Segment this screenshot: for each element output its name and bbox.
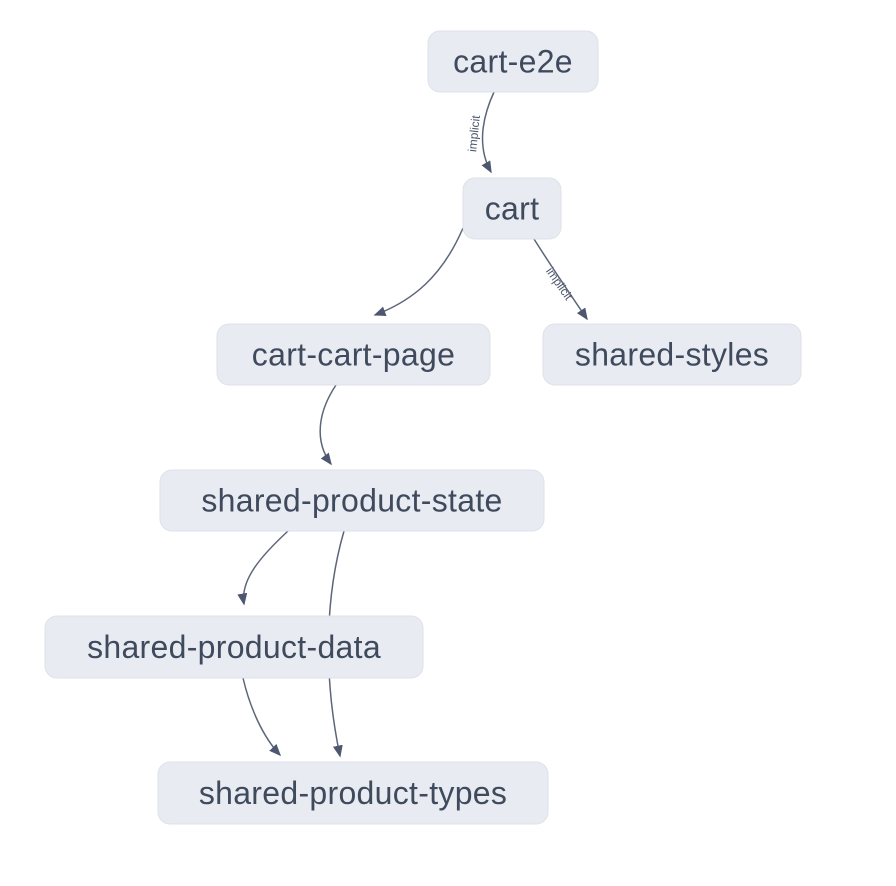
node-shared-styles[interactable]: shared-styles bbox=[542, 323, 802, 386]
node-box bbox=[44, 615, 424, 679]
edge-shared-product-data-shared-product-types[interactable] bbox=[242, 677, 282, 757]
node-cart-cart-page[interactable]: cart-cart-page bbox=[216, 323, 491, 386]
node-shared-product-types[interactable]: shared-product-types bbox=[157, 761, 549, 825]
node-label: cart-e2e bbox=[453, 44, 573, 80]
edge-label-implicit: implicit bbox=[543, 265, 576, 304]
edge-shared-product-state-shared-product-data[interactable] bbox=[237, 530, 289, 606]
node-cart-e2e[interactable]: cart-e2e bbox=[427, 30, 599, 93]
edge-cart-cart-cart-page[interactable] bbox=[373, 227, 464, 316]
edge-cart-shared-styles[interactable] bbox=[533, 238, 588, 321]
node-label: shared-product-data bbox=[87, 629, 381, 665]
node-box bbox=[462, 177, 562, 240]
node-label: cart bbox=[485, 191, 540, 227]
node-label: cart-cart-page bbox=[252, 337, 455, 373]
node-cart[interactable]: cart bbox=[462, 177, 562, 240]
node-label: shared-styles bbox=[575, 337, 769, 373]
edge-cart-cart-page-shared-product-state[interactable] bbox=[319, 384, 337, 466]
node-shared-product-data[interactable]: shared-product-data bbox=[44, 615, 424, 679]
node-box bbox=[157, 761, 549, 825]
node-label: shared-product-state bbox=[201, 483, 502, 519]
node-box bbox=[216, 323, 491, 386]
node-label: shared-product-types bbox=[199, 775, 507, 811]
node-box bbox=[159, 469, 545, 532]
edge-cart-e2e-cart[interactable] bbox=[481, 91, 495, 174]
node-shared-product-state[interactable]: shared-product-state bbox=[159, 469, 545, 532]
node-box bbox=[427, 30, 599, 93]
node-box bbox=[542, 323, 802, 386]
node-layer: cart-e2e cart cart-cart-page shared-styl… bbox=[44, 30, 802, 825]
edge-label-implicit: implicit bbox=[465, 114, 483, 153]
